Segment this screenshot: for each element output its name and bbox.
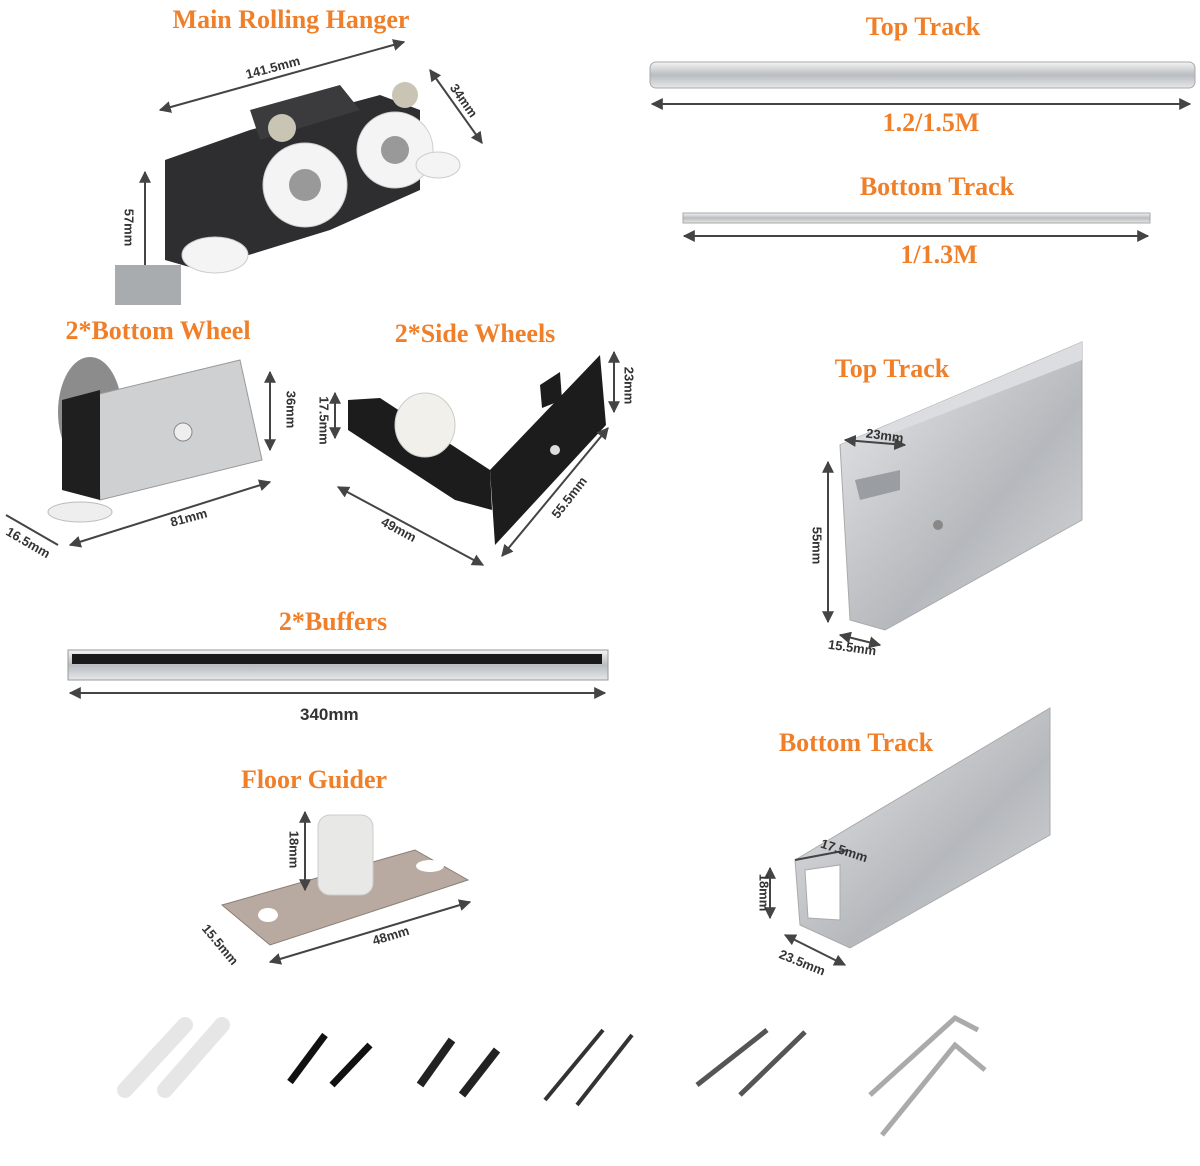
side-wheels-image bbox=[329, 350, 620, 566]
bottom-wheel-height-label: 36mm bbox=[283, 390, 299, 429]
black-screws-large-icon bbox=[287, 1032, 373, 1088]
bottom-track-rail-length: 1/1.3M bbox=[900, 240, 978, 269]
black-screws-small-icon bbox=[416, 1037, 501, 1098]
side-wheels-title: 2*Side Wheels bbox=[394, 319, 556, 348]
long-screws-icon bbox=[543, 1028, 634, 1107]
top-track-height-label: 55mm bbox=[809, 526, 825, 565]
bottom-track-height-label: 18mm bbox=[756, 873, 772, 912]
main-rolling-hanger-image bbox=[115, 39, 483, 305]
main-hanger-title: Main Rolling Hanger bbox=[172, 5, 410, 34]
floor-guider-height-label: 18mm bbox=[286, 830, 302, 869]
allen-keys-icon bbox=[868, 1014, 987, 1137]
side-wheels-height-label: 23mm bbox=[621, 366, 637, 405]
bottom-track-rail-image bbox=[682, 212, 1151, 242]
top-track-rail-image bbox=[649, 61, 1196, 110]
accessories-image bbox=[117, 1014, 987, 1137]
wall-anchors-icon bbox=[117, 1017, 230, 1098]
bottom-wheel-title: 2*Bottom Wheel bbox=[65, 316, 251, 345]
bottom-track-profile-image bbox=[764, 707, 1051, 966]
buffers-image bbox=[67, 649, 609, 699]
top-track-profile-image bbox=[822, 341, 1083, 649]
top-track-profile-title: Top Track bbox=[834, 354, 950, 383]
buffers-title: 2*Buffers bbox=[278, 607, 388, 636]
bottom-track-profile-title: Bottom Track bbox=[778, 728, 934, 757]
bottom-wheel-image bbox=[5, 357, 276, 548]
top-track-rail-title: Top Track bbox=[865, 12, 981, 41]
floor-guider-image bbox=[220, 810, 472, 965]
hanger-height-label: 57mm bbox=[121, 208, 137, 247]
top-track-rail-length: 1.2/1.5M bbox=[882, 108, 980, 137]
side-wheels-wheel-label: 17.5mm bbox=[316, 396, 332, 445]
floor-guider-title: Floor Guider bbox=[240, 765, 388, 794]
buffers-length-label: 340mm bbox=[300, 705, 359, 724]
wood-screws-icon bbox=[695, 1028, 807, 1097]
bottom-track-rail-title: Bottom Track bbox=[859, 172, 1015, 201]
